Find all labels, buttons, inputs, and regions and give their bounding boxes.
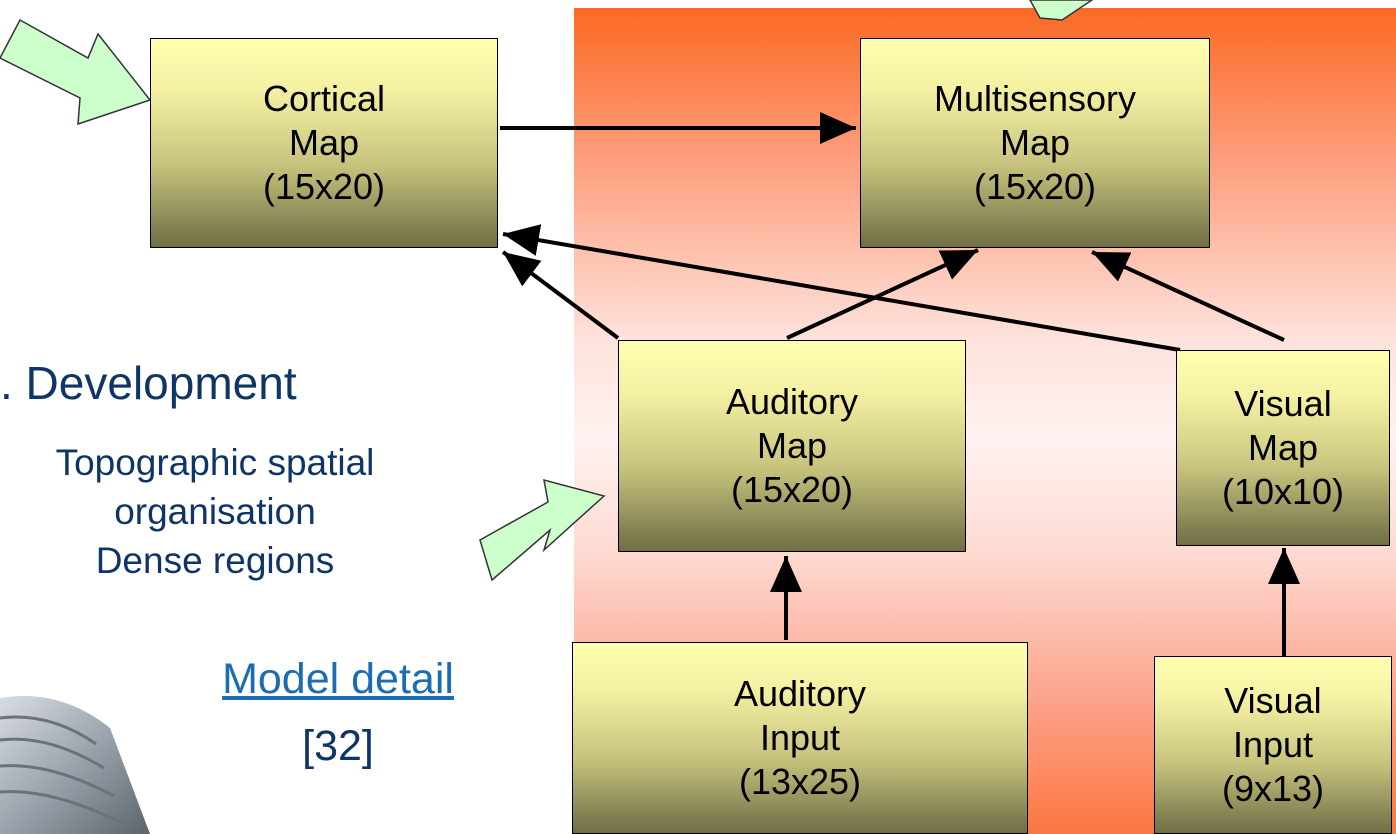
auditory-input-box: Auditory Input (13x25) [572, 642, 1028, 834]
visual-map-box: Visual Map (10x10) [1176, 350, 1390, 546]
auditory-map-size: (15x20) [730, 469, 854, 510]
multisensory-map-size: (15x20) [973, 166, 1097, 207]
cortical-map-subtitle: Map [288, 122, 360, 163]
auditory-input-title: Auditory [733, 673, 867, 714]
edge-auditory-map-to-cortical [501, 250, 620, 340]
edge-auditory-map-to-multisensory [786, 248, 979, 340]
edge-visual-map-to-cortical [502, 224, 1181, 352]
cortical-map-box: Cortical Map (15x20) [150, 38, 498, 248]
cortical-map-size: (15x20) [262, 166, 386, 207]
visual-map-title: Visual [1234, 383, 1332, 424]
auditory-map-subtitle: Map [756, 425, 827, 466]
visual-input-subtitle: Input [1232, 724, 1314, 765]
bullet-item: Topographic spatial [55, 442, 375, 483]
bullet-item: Dense regions [95, 540, 335, 581]
cortical-map-title: Cortical [262, 78, 386, 119]
callout-arrow-cortical [0, 18, 152, 126]
bullet-item: organisation [114, 491, 316, 532]
auditory-input-subtitle: Input [759, 717, 841, 758]
model-detail-link[interactable]: Model detail [222, 655, 454, 703]
auditory-map-box: Auditory Map (15x20) [618, 340, 966, 552]
multisensory-map-title: Multisensory [933, 78, 1137, 119]
callout-arrow-top-partial [1029, 0, 1094, 21]
edge-visual-map-to-multisensory [1091, 250, 1285, 342]
auditory-input-size: (13x25) [738, 761, 862, 802]
callout-arrow-auditory-map [479, 478, 606, 582]
visual-input-title: Visual [1224, 680, 1322, 721]
visual-map-size: (10x10) [1221, 471, 1345, 512]
multisensory-map-box: Multisensory Map (15x20) [860, 38, 1210, 248]
visual-input-box: Visual Input (9x13) [1154, 656, 1392, 834]
visual-map-subtitle: Map [1247, 427, 1319, 468]
section-heading: . Development [0, 357, 297, 409]
visual-input-size: (9x13) [1221, 768, 1325, 809]
auditory-map-title: Auditory [725, 381, 859, 422]
multisensory-map-subtitle: Map [999, 122, 1071, 163]
building-photo [0, 696, 150, 834]
reference-number: [32] [302, 722, 374, 770]
bullet-list: Topographic spatial organisation Dense r… [0, 438, 450, 585]
